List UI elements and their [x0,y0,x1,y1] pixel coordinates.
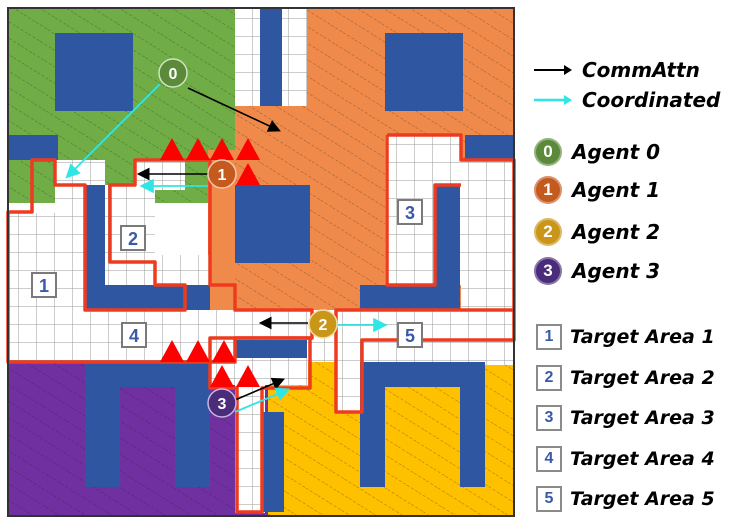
legend-target-2: 2 Target Area 2 [532,363,715,393]
grid-map: 1 2 3 4 5 0 1 2 [6,7,516,517]
target-area-2-number: 2 [128,229,138,249]
target-5-icon: 5 [536,486,562,512]
legend-target-4: 4 Target Area 4 [532,444,715,474]
legend-agent-3-label: Agent 3 [572,259,661,283]
legend-coordinated: Coordinated [532,85,720,115]
agent-1-icon: 1 [534,176,562,204]
target-3-icon: 3 [536,405,562,431]
legend-agent-1: 1 Agent 1 [532,175,660,205]
target-2-icon: 2 [536,365,562,391]
legend-comm-attn: CommAttn [532,55,700,85]
legend-target-3-label: Target Area 3 [570,407,715,429]
agent-2-icon: 2 [534,218,562,246]
agent-3-icon: 3 [534,257,562,285]
agent-0-number: 0 [169,66,178,83]
agents: 0 1 2 3 [158,58,338,418]
target-labels: 1 2 3 4 5 [31,199,423,348]
map-frame [7,7,515,517]
target-area-1-number: 1 [39,276,49,296]
legend-coordinated-label: Coordinated [582,88,721,112]
danger-markers [160,138,260,387]
agent-2-marker: 2 [308,309,338,339]
agent-3-marker: 3 [207,388,237,418]
legend-target-2-label: Target Area 2 [570,367,715,389]
legend: CommAttn Coordinated 0 Agent 0 1 Agent 1… [532,0,732,524]
agent-0-marker: 0 [158,58,188,88]
target-4-icon: 4 [536,446,562,472]
agent-1-number: 1 [218,167,227,184]
legend-target-4-label: Target Area 4 [570,448,715,470]
target-area-4-box: 4 [121,322,147,348]
agent-2-number: 2 [319,317,328,334]
legend-target-1: 1 Target Area 1 [532,322,715,352]
legend-agent-2-label: Agent 2 [572,220,661,244]
legend-agent-1-label: Agent 1 [572,178,661,202]
legend-agent-0-label: Agent 0 [572,140,661,164]
legend-target-1-label: Target Area 1 [570,326,715,348]
agent-3-number: 3 [218,396,227,413]
target-area-3-box: 3 [397,199,423,225]
legend-agent-2: 2 Agent 2 [532,217,660,247]
legend-agent-3: 3 Agent 3 [532,256,660,286]
legend-target-3: 3 Target Area 3 [532,403,715,433]
target-area-4-number: 4 [129,326,139,346]
target-area-5-number: 5 [405,326,415,346]
legend-target-5-label: Target Area 5 [570,488,715,510]
agent-1-marker: 1 [207,159,237,189]
obstacles [8,8,515,512]
legend-target-5: 5 Target Area 5 [532,484,715,514]
agent-0-icon: 0 [534,138,562,166]
target-area-1-box: 1 [31,272,57,298]
target-area-5-box: 5 [397,322,423,348]
target-area-2-box: 2 [120,225,146,251]
coord-arrows [65,83,388,413]
target-area-3-number: 3 [405,203,415,223]
comm-arrows [136,87,308,401]
black-arrow-icon [534,65,572,75]
legend-comm-attn-label: CommAttn [582,58,700,82]
cyan-arrow-icon [534,95,572,105]
legend-agent-0: 0 Agent 0 [532,137,660,167]
target-1-icon: 1 [536,324,562,350]
